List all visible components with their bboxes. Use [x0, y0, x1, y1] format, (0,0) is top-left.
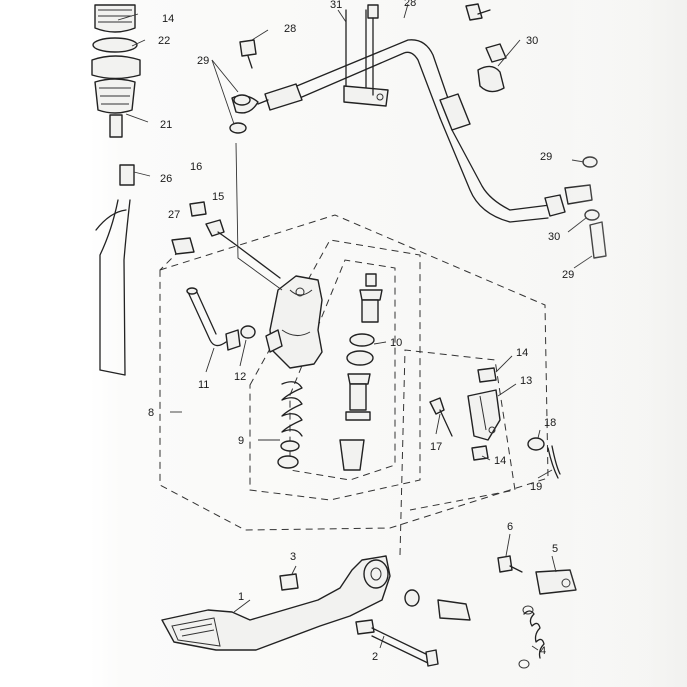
- pivot-bushing: [437, 599, 471, 621]
- callout-2: 2: [372, 651, 378, 663]
- reservoir-fitting-bolt: [205, 219, 281, 279]
- callout-11: 11: [198, 379, 209, 391]
- brake-pedal: [161, 555, 391, 651]
- reservoir-assembly: [91, 4, 141, 138]
- spring-seat-parts: [277, 440, 300, 469]
- callout-labels: 14 22 21 26 27 16 15 29 28 31 28 30 29 3…: [148, 0, 574, 663]
- clevis-nut-upper: [477, 367, 497, 383]
- leader-lines: [117, 3, 593, 651]
- piston-kit: [339, 273, 383, 471]
- clevis: [467, 389, 501, 441]
- callout-19: 19: [530, 481, 542, 493]
- cotter-pin-19: [547, 445, 561, 479]
- nut-3: [279, 573, 299, 591]
- callout-29c: 30: [548, 231, 560, 243]
- hose-guide-bracket: [343, 9, 389, 107]
- washer-18: [527, 437, 545, 451]
- callout-1: 1: [238, 591, 244, 603]
- callout-3: 3: [290, 551, 296, 563]
- callout-29b: 29: [540, 151, 552, 163]
- bolt-top: [367, 4, 379, 96]
- callout-21: 22: [158, 35, 170, 47]
- callout-14a: 14: [516, 347, 528, 359]
- bolt-top-right: [465, 3, 491, 21]
- clip-left: [171, 237, 195, 255]
- callout-18: 18: [544, 417, 556, 429]
- callout-17: 17: [430, 441, 442, 453]
- callout-6: 6: [507, 521, 513, 533]
- return-spring-4: [518, 605, 545, 669]
- callout-26a: 26: [160, 173, 172, 185]
- hose-clamp: [477, 43, 507, 93]
- brake-hose: [231, 39, 593, 223]
- callout-5: 5: [552, 543, 558, 555]
- clevis-pin: [429, 397, 453, 437]
- assembly-boundary-clevis: [399, 349, 516, 556]
- callout-27: 28: [404, 0, 416, 9]
- page-shadow: [560, 0, 687, 687]
- callout-31: 31: [330, 0, 342, 11]
- callout-14b: 14: [494, 455, 506, 467]
- o-ring-nipple: [240, 325, 256, 339]
- callout-16: 16: [190, 161, 202, 173]
- callout-22: 14: [162, 13, 174, 25]
- reservoir-hose: [95, 164, 135, 376]
- callout-30: 30: [526, 35, 538, 47]
- callout-20: 21: [160, 119, 172, 131]
- bolt-6: [497, 555, 523, 573]
- master-cylinder-body: [265, 275, 323, 369]
- assembly-boundary-piston-kit: [289, 259, 396, 481]
- callout-10: 10: [390, 337, 402, 349]
- washer-pivot: [404, 589, 420, 607]
- pedal-pivot-bolt: [355, 619, 439, 667]
- callout-9: 9: [238, 435, 244, 447]
- spring: [281, 381, 303, 437]
- assembly-boundary-master-cylinder: [249, 239, 421, 501]
- callout-15: 15: [212, 191, 224, 203]
- cap-16: [189, 201, 207, 217]
- callout-28a: 28: [284, 23, 296, 35]
- hose-nipple: [186, 287, 241, 351]
- callout-12: 12: [234, 371, 246, 383]
- callout-28b: 29: [562, 269, 574, 281]
- callout-8: 8: [148, 407, 154, 419]
- banjo-bolt-left: [229, 39, 257, 134]
- callout-29a: 29: [197, 55, 209, 67]
- callout-26b: 27: [168, 209, 180, 221]
- callout-4: 4: [540, 645, 546, 657]
- callout-13: 13: [520, 375, 532, 387]
